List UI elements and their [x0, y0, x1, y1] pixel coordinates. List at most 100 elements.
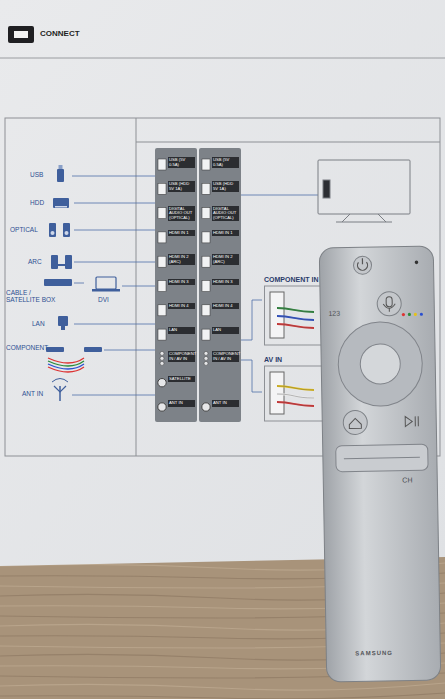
- tv-back-icon: [318, 160, 410, 214]
- rca-socket: [160, 361, 164, 365]
- port-socket: [202, 329, 210, 340]
- coax-socket: [158, 403, 166, 411]
- leader-lines: [74, 203, 160, 204]
- device-icons: [58, 264, 65, 266]
- port-socket: [158, 208, 166, 219]
- cable-edge: [277, 394, 314, 398]
- port-label: HDMI IN 4: [168, 303, 195, 310]
- port-label: DIGITAL AUDIO OUT (OPTICAL): [212, 206, 239, 222]
- leader-lines: [72, 395, 160, 396]
- port-label: DIGITAL AUDIO OUT (OPTICAL): [168, 206, 195, 222]
- direction-ring: [338, 321, 423, 406]
- device-icons: [65, 231, 69, 235]
- rca-socket: [204, 351, 208, 355]
- device-label: CABLE / SATELLITE BOX: [6, 289, 62, 303]
- port-socket: [158, 159, 166, 170]
- device-label: USB: [30, 171, 70, 178]
- rca-socket: [160, 351, 164, 355]
- color-dot: [408, 313, 411, 316]
- wood-grain: [0, 683, 445, 690]
- select-button: [360, 344, 401, 385]
- port-socket: [158, 281, 166, 292]
- device-icons: [55, 206, 67, 208]
- device-icons: [61, 326, 65, 330]
- leader-lines: [241, 195, 318, 196]
- wall-plate: [270, 292, 284, 338]
- leader-lines: [74, 262, 160, 263]
- leader-lines: [74, 283, 84, 284]
- port-socket: [158, 305, 166, 316]
- port-socket: [202, 208, 210, 219]
- device-label: DVI: [98, 296, 118, 303]
- device-icons: [54, 386, 66, 392]
- port-socket: [202, 281, 210, 292]
- component-cables: [48, 370, 84, 375]
- cable: [277, 402, 314, 406]
- color-dot: [420, 313, 423, 316]
- tv-back-icon: [323, 180, 330, 198]
- cable-edge: [277, 402, 314, 406]
- rocker-divider: [344, 457, 420, 458]
- power-button: [353, 256, 371, 274]
- wall-plate: [270, 372, 284, 414]
- device-label: ANT IN: [22, 390, 52, 397]
- device-icons: [49, 223, 56, 237]
- diagram-frame: [136, 118, 137, 456]
- component-cables: [48, 361, 84, 366]
- device-label: LAN: [32, 320, 54, 327]
- brand-logo: SAMSUNG: [355, 650, 393, 657]
- device-icons: [51, 255, 58, 269]
- device-icons: [63, 223, 70, 237]
- device-icons: [46, 347, 64, 352]
- port-socket: [202, 256, 210, 267]
- cable: [277, 394, 314, 398]
- port-label: LAN: [212, 327, 239, 334]
- component-cables: [48, 358, 84, 375]
- tv-back-icon: [342, 214, 350, 222]
- home-button: [343, 410, 367, 434]
- device-icons: [59, 386, 61, 401]
- port-label: HDMI IN 2 (ARC): [168, 254, 195, 265]
- port-label: ANT IN: [212, 400, 239, 407]
- port-socket: [158, 329, 166, 340]
- diagram-frame: [136, 142, 440, 143]
- port-label: HDMI IN 2 (ARC): [212, 254, 239, 265]
- port-label: HDMI IN 3: [168, 279, 195, 286]
- coax-socket: [158, 379, 166, 387]
- device-icons: [58, 316, 68, 326]
- leader-lines: [241, 300, 262, 340]
- home-icon: [349, 418, 361, 428]
- leader-lines: [241, 360, 262, 392]
- device-icons: [65, 255, 72, 269]
- cable: [277, 324, 314, 328]
- button-label: 123: [328, 310, 340, 317]
- power-icon: [362, 258, 363, 264]
- wood-grain: [0, 693, 445, 699]
- connector-panels: [155, 148, 241, 422]
- device-label: ARC: [28, 258, 50, 265]
- rca-socket: [204, 356, 208, 360]
- device-label: HDD: [30, 199, 70, 206]
- device-icons: [57, 169, 64, 182]
- device-label: COMPONENT: [6, 344, 46, 351]
- leader-lines: [74, 230, 160, 231]
- mic-hole: [415, 261, 419, 265]
- port-label: USB (HDD 5V 1A): [168, 181, 195, 192]
- leader-lines: [122, 286, 160, 287]
- remote-control: 123CHSAMSUNG: [318, 245, 442, 683]
- port-label: HDMI IN 3: [212, 279, 239, 286]
- tv-back-icon: [378, 214, 386, 222]
- port-label: COMPONENT IN / AV IN: [168, 351, 195, 362]
- coax-socket: [202, 403, 210, 411]
- component-cables: [48, 364, 84, 369]
- port-socket: [202, 183, 210, 194]
- voice-button: [377, 292, 401, 316]
- rocker-buttons: [336, 444, 428, 472]
- leader-lines: [74, 324, 160, 325]
- port-label: HDMI IN 4: [212, 303, 239, 310]
- tv-back-icon: [318, 160, 410, 222]
- port-socket: [202, 305, 210, 316]
- connector-panels: [199, 148, 241, 422]
- device-icons: [84, 347, 102, 352]
